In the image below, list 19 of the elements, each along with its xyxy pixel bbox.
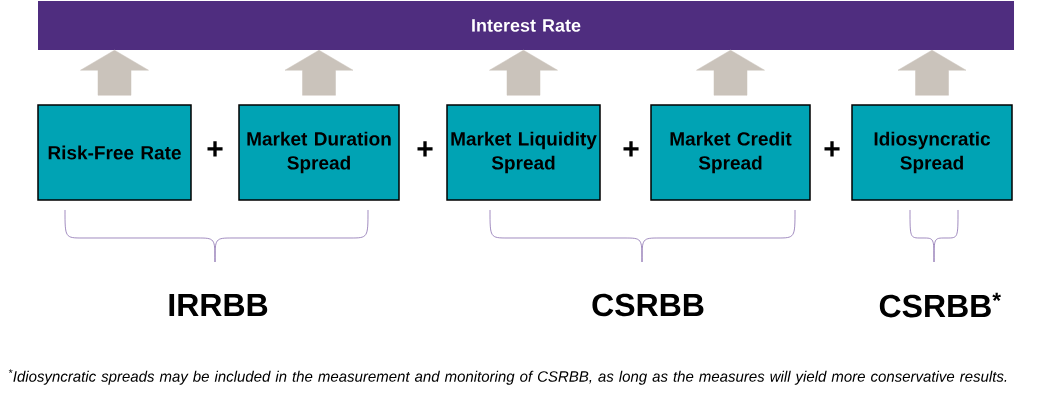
block-arrow (897, 49, 967, 96)
component-box: Idiosyncratic Spread (851, 104, 1013, 201)
block-arrow (80, 49, 149, 96)
footnote: $^{*}$Idiosyncratic spreads may be included in the measurement and monitoring of CSRBB, as long as the measures will yield more conservative results. (8, 369, 1007, 385)
plus-sign: + (207, 141, 223, 157)
plus-sign: + (623, 141, 639, 157)
plus-sign: + (417, 141, 433, 157)
category-label: IRRBB (169, 294, 268, 316)
block-arrow (696, 49, 765, 96)
category-label: CSRBB (592, 293, 704, 317)
plus-sign: + (824, 141, 840, 157)
block-arrow (489, 49, 558, 96)
component-box: Market Credit Spread (650, 104, 811, 201)
component-box: Risk-Free Rate (37, 104, 192, 201)
component-box: Market Duration Spread (238, 104, 400, 201)
block-arrow (284, 49, 354, 96)
title-band: Interest Rate (38, 1, 1014, 50)
component-box: Market Liquidity Spread (446, 104, 601, 201)
category-label: CSRBB$^{*}$ (879, 292, 1001, 318)
